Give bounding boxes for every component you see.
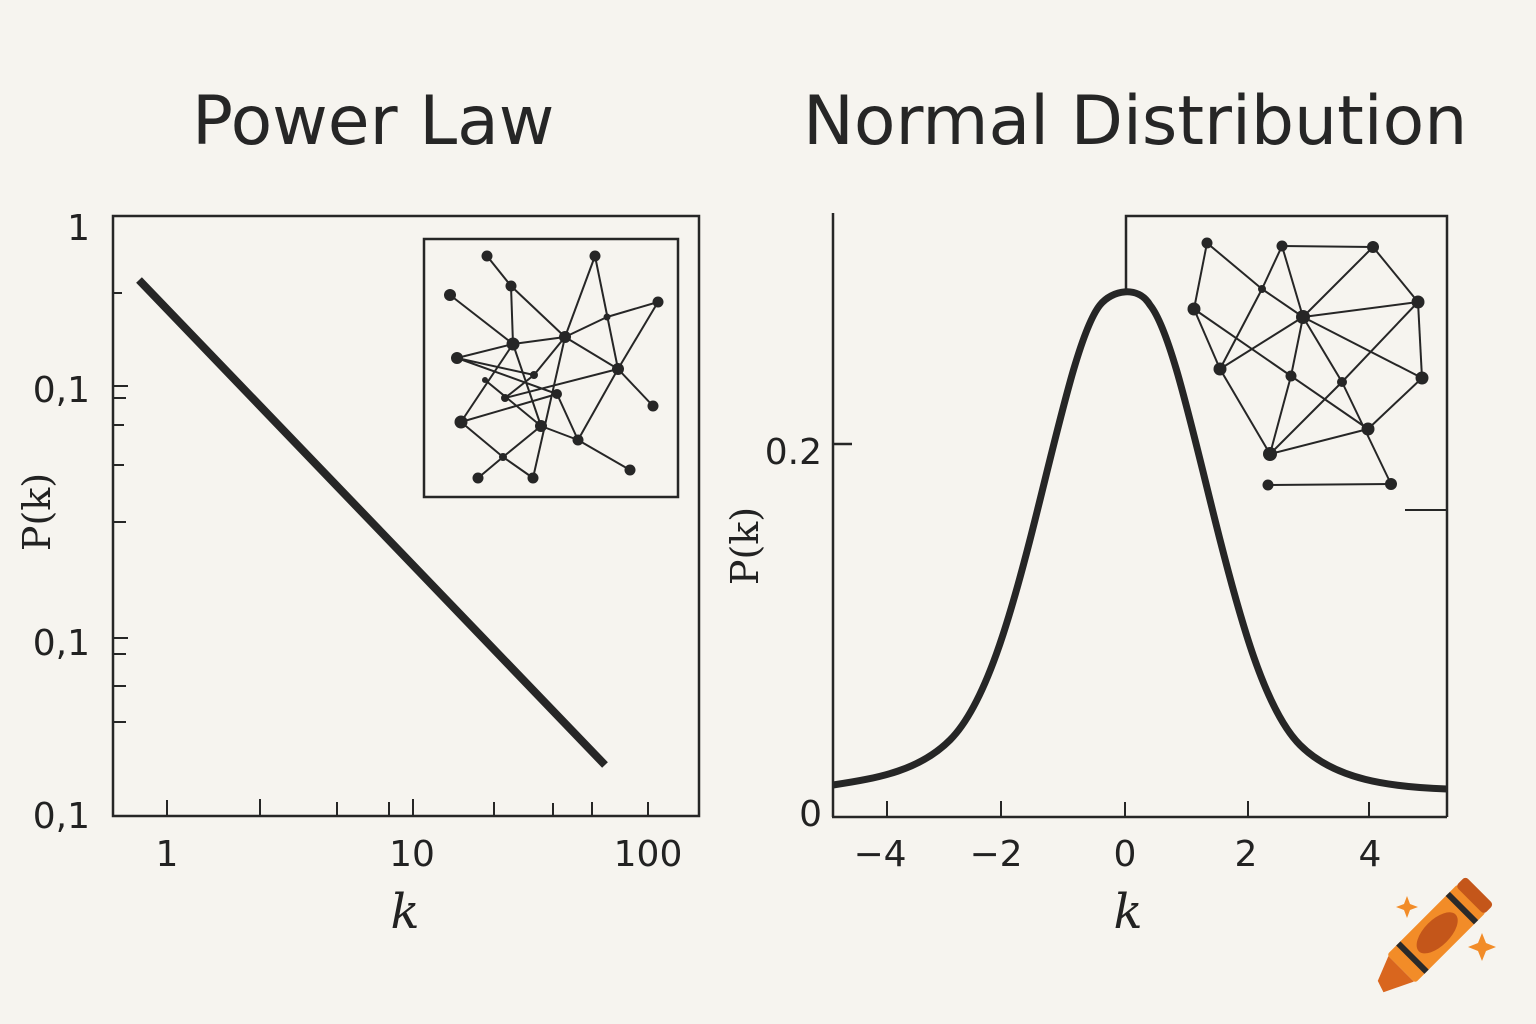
normal-inset-frame bbox=[1124, 214, 1449, 817]
x-tick-label: 100 bbox=[614, 834, 683, 875]
normal-distribution-title: Normal Distribution bbox=[803, 82, 1468, 161]
y-tick-label: 0,1 bbox=[33, 796, 90, 837]
power-law-y-axis-label: P(k) bbox=[15, 473, 59, 551]
power-law-y-ticks bbox=[113, 292, 128, 723]
normal-distribution-chart: 0.2 0 −4 −2 0 2 4 P(k) k bbox=[723, 213, 1449, 940]
crayon-logo-icon bbox=[1377, 877, 1496, 993]
power-law-line bbox=[136, 277, 608, 768]
x-tick-label: 0 bbox=[1114, 834, 1137, 875]
normal-x-axis-label: k bbox=[1113, 884, 1142, 940]
power-law-plot-frame bbox=[111, 214, 701, 818]
x-tick-label: 1 bbox=[156, 834, 179, 875]
x-tick-label: 10 bbox=[389, 834, 435, 875]
sparkle-icon bbox=[1396, 896, 1418, 918]
y-tick-label: 0 bbox=[799, 794, 822, 835]
y-tick-label: 1 bbox=[67, 208, 90, 249]
power-law-chart: 1 0,1 0,1 0,1 1 10 100 P(k) k bbox=[15, 208, 701, 940]
power-law-x-axis-label: k bbox=[390, 884, 419, 940]
power-law-x-ticks bbox=[166, 799, 649, 816]
sparkle-icon bbox=[1468, 933, 1496, 961]
power-law-title: Power Law bbox=[192, 82, 555, 161]
y-tick-label: 0.2 bbox=[765, 432, 822, 473]
normal-x-ticks bbox=[886, 801, 1370, 817]
scale-free-network-inset bbox=[422, 237, 680, 499]
x-tick-label: −2 bbox=[969, 834, 1022, 875]
y-tick-label: 0,1 bbox=[33, 623, 90, 664]
x-tick-label: 4 bbox=[1359, 834, 1382, 875]
normal-y-axis-label: P(k) bbox=[723, 507, 767, 585]
random-network-inset bbox=[1187, 237, 1429, 491]
normal-curve bbox=[832, 288, 1448, 793]
x-tick-label: −4 bbox=[853, 834, 906, 875]
x-tick-label: 2 bbox=[1235, 834, 1258, 875]
y-tick-label: 0,1 bbox=[33, 370, 90, 411]
